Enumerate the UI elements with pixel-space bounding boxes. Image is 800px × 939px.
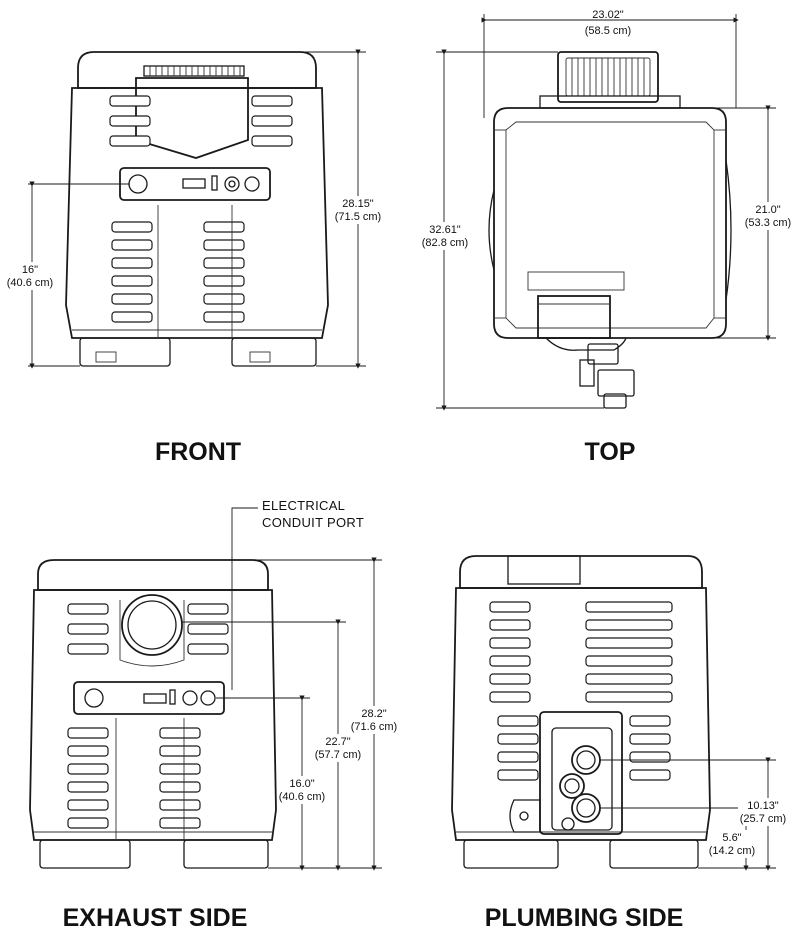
top-depth-dim-cm: (82.8 cm): [422, 237, 468, 249]
exhaust-flue-dim: 22.7": [325, 736, 350, 748]
gas-inlet: [559, 773, 585, 799]
front-panel-dim: 16": [22, 264, 38, 276]
top-width-dim-cm: (58.5 cm): [585, 25, 631, 37]
front-body: [65, 87, 329, 339]
front-panel-dim-cm: (40.6 cm): [7, 277, 53, 289]
exhaust-body: [29, 589, 277, 841]
electrical-conduit-port: [200, 690, 216, 706]
top-width-dim: 23.02": [592, 9, 624, 21]
plumbing-lower-dim-cm: (14.2 cm): [709, 845, 755, 857]
front-top-grille: [143, 65, 245, 77]
plumbing-upper-dim: 10.13": [747, 800, 779, 812]
top-body-dim-cm: (53.3 cm): [745, 217, 791, 229]
exhaust-panel-dim-cm: (40.6 cm): [279, 791, 325, 803]
front-top-cap: [77, 51, 317, 89]
top-label-plate: [527, 271, 625, 291]
top-body-dim: 21.0": [755, 204, 780, 216]
plumbing-body: [451, 587, 711, 841]
top-title: TOP: [585, 438, 636, 466]
plumbing-bay: [539, 711, 623, 835]
exhaust-flue: [121, 594, 183, 656]
plumbing-lower-dim: 5.6": [722, 832, 741, 844]
front-height-dim: 28.15": [342, 198, 374, 210]
water-outlet: [571, 793, 601, 823]
exhaust-total-dim-cm: (71.6 cm): [351, 721, 397, 733]
top-view: 23.02" (58.5 cm) 32.61" (82.8 cm) 21.0" …: [420, 9, 796, 466]
front-door-panel: [135, 77, 249, 159]
conduit-callout-line1: ELECTRICAL: [262, 498, 345, 513]
exhaust-title: EXHAUST SIDE: [63, 904, 248, 932]
front-height-dim-cm: (71.5 cm): [335, 211, 381, 223]
exhaust-total-dim: 28.2": [361, 708, 386, 720]
exhaust-flue-dim-cm: (57.7 cm): [315, 749, 361, 761]
front-foot-right: [231, 337, 317, 367]
front-foot-left: [79, 337, 171, 367]
exhaust-side-view: ELECTRICAL CONDUIT PORT 28.2" (71.6 cm) …: [29, 498, 398, 932]
front-lower-grille: [111, 221, 245, 323]
front-control-panel: [119, 167, 271, 201]
top-plumbing-box: [537, 295, 611, 339]
plumbing-upper-dim-cm: (25.7 cm): [740, 813, 786, 825]
top-depth-dim: 32.61": [429, 224, 461, 236]
exhaust-panel-dim: 16.0": [289, 778, 314, 790]
top-exhaust-vent: [557, 51, 659, 103]
water-inlet: [571, 745, 601, 775]
conduit-callout-line2: CONDUIT PORT: [262, 515, 364, 530]
front-view: 28.15" (71.5 cm) 16" (40.6 cm) FRONT: [6, 49, 384, 466]
plumbing-top-cap: [459, 555, 703, 589]
front-title: FRONT: [155, 438, 241, 466]
plumbing-title: PLUMBING SIDE: [485, 904, 684, 932]
plumbing-side-view: 10.13" (25.7 cm) 5.6" (14.2 cm) PLUMBING…: [451, 555, 788, 932]
exhaust-top-cap: [37, 559, 269, 591]
